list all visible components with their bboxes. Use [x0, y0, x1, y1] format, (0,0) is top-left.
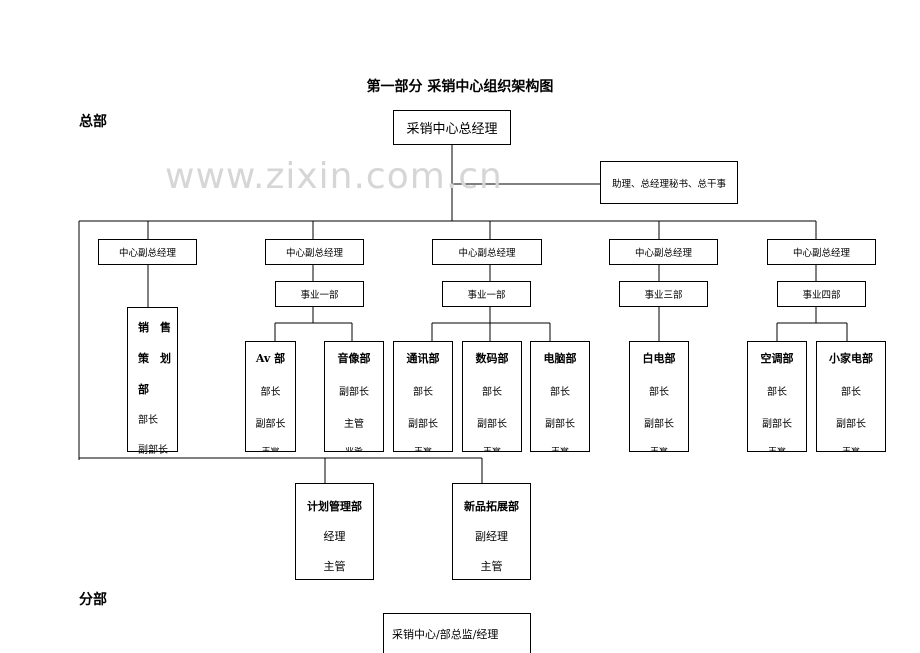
dept-role: 部长 [841, 387, 861, 398]
vgm-box-4: 中心副总经理 [609, 239, 718, 265]
planning-mgmt-box: 计划管理部 经理 主管 [295, 483, 374, 580]
page-title: 第一部分 采销中心组织架构图 [366, 79, 554, 95]
dept-box-air-conditioner: 空调部 部长 副部长 主管 [747, 341, 807, 452]
new-product-box: 新品拓展部 副经理 主管 [452, 483, 531, 580]
dept-box-av: Av 部 部长 副部长 主管 [245, 341, 296, 452]
sales-planning-box: 销 售 策 划 部 部长 副部长 [127, 307, 178, 456]
section-branch-label: 分部 [79, 592, 107, 608]
dept-box-white-goods: 白电部 部长 副部长 主管 [629, 341, 689, 452]
dept-box-small-appliance: 小家电部 部长 副部长 主管 [816, 341, 886, 452]
dept-box-digital: 数码部 部长 副部长 主管 [462, 341, 522, 452]
vgm-box-1: 中心副总经理 [98, 239, 197, 265]
dept-role: 部长 [649, 387, 669, 398]
division-box-4: 事业四部 [777, 281, 866, 307]
dept-box-telecom: 通讯部 部长 副部长 主管 [393, 341, 453, 452]
sales-planning-role-2: 副部长 [138, 445, 168, 456]
dept-role: 部长 [482, 387, 502, 398]
dept-role-cut: 主管 [649, 447, 668, 452]
dept-role: 部长 [550, 387, 570, 398]
branch-head-box: 采销中心/部总监/经理 [383, 613, 531, 653]
dept-role-cut: 主管 [767, 447, 786, 452]
dept-name: 空调部 [760, 352, 794, 365]
division-box-1: 事业一部 [275, 281, 364, 307]
dept-role-cut: 主管 [550, 447, 569, 452]
dept-role: 副部长 [477, 419, 507, 430]
section-hq-label: 总部 [79, 114, 107, 130]
dept-name: 数码部 [475, 352, 509, 365]
dept-role: 部长 [413, 387, 433, 398]
assistant-box: 助理、总经理秘书、总干事 [600, 161, 738, 204]
sales-planning-name-line-3: 部 [138, 383, 149, 396]
dept-role: 副部长 [255, 419, 286, 430]
dept-role: 副部长 [762, 419, 792, 430]
division-box-3: 事业三部 [619, 281, 708, 307]
vgm-box-3: 中心副总经理 [432, 239, 542, 265]
dept-name: 白电部 [642, 352, 676, 365]
dept-role: 副部长 [408, 419, 438, 430]
dept-name: 音像部 [337, 352, 371, 365]
dept-role: 副经理 [475, 530, 508, 543]
sales-planning-name-line-2: 策 划 [138, 352, 171, 365]
dept-role: 主管 [344, 419, 364, 430]
dept-role: 主管 [480, 560, 503, 573]
dept-role: 副部长 [836, 419, 866, 430]
dept-role: 副部长 [339, 387, 369, 398]
dept-role-cut: 业务 [344, 447, 363, 452]
vgm-box-2: 中心副总经理 [265, 239, 364, 265]
dept-box-computer: 电脑部 部长 副部长 主管 [530, 341, 590, 452]
dept-role: 副部长 [545, 419, 575, 430]
dept-role-cut: 主管 [841, 447, 860, 452]
dept-role: 经理 [323, 530, 346, 543]
sales-planning-name-line-1: 销 售 [138, 321, 171, 334]
sales-planning-role-1: 部长 [138, 415, 158, 426]
dept-name: Av 部 [255, 352, 286, 365]
dept-name: 通讯部 [406, 352, 440, 365]
division-box-2: 事业一部 [442, 281, 531, 307]
dept-role: 部长 [767, 387, 787, 398]
dept-role-cut: 主管 [261, 447, 280, 452]
dept-name: 新品拓展部 [464, 500, 519, 513]
dept-role: 主管 [323, 560, 346, 573]
vgm-box-5: 中心副总经理 [767, 239, 876, 265]
dept-name: 电脑部 [543, 352, 577, 365]
dept-box-audio-video: 音像部 副部长 主管 业务 [324, 341, 384, 452]
dept-role-cut: 主管 [413, 447, 432, 452]
dept-name: 计划管理部 [307, 500, 362, 513]
general-manager-box: 采销中心总经理 [393, 110, 511, 145]
dept-role-cut: 主管 [482, 447, 501, 452]
dept-role: 部长 [260, 387, 281, 398]
dept-role: 副部长 [644, 419, 674, 430]
watermark: www.zixin.com.cn [165, 156, 503, 197]
dept-name: 小家电部 [829, 352, 873, 365]
